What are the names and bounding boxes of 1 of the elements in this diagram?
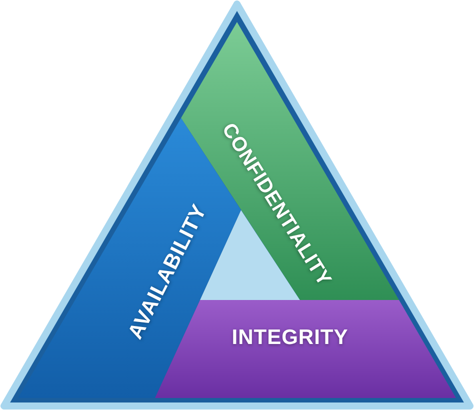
band-label: INTEGRITY [232, 326, 348, 350]
